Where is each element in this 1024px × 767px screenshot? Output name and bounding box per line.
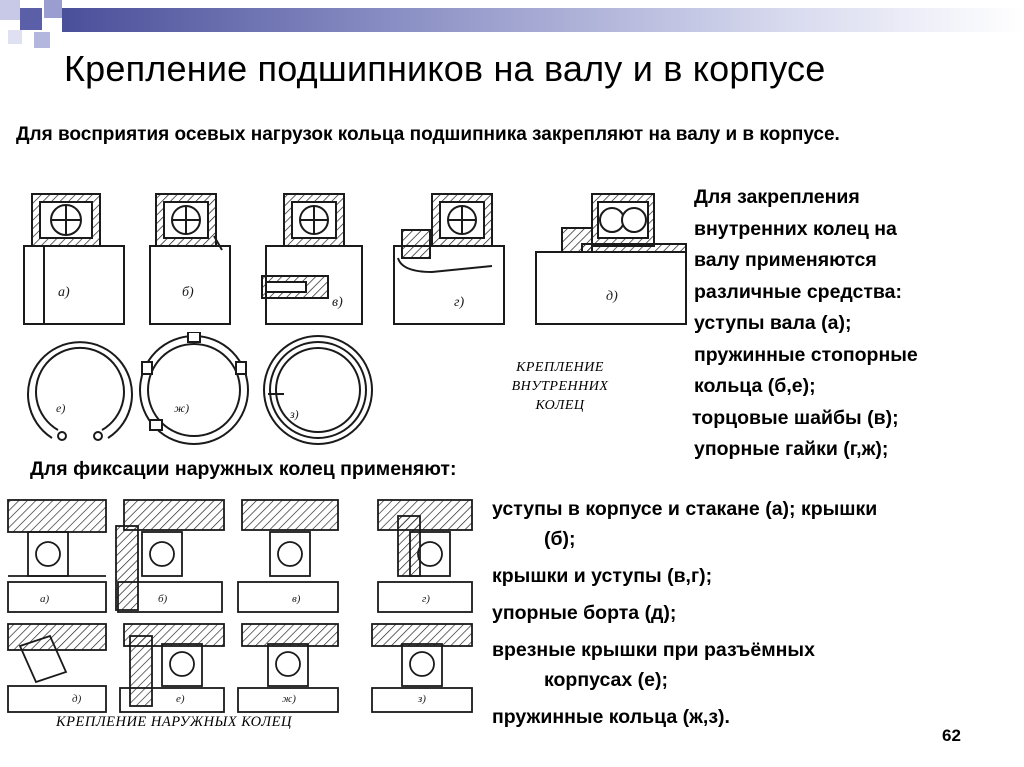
description-line: валу применяются (694, 249, 877, 271)
ring-zh (139, 332, 249, 445)
outer-rings-caption: КРЕПЛЕНИЕ НАРУЖНЫХ КОЛЕЦ (56, 714, 292, 730)
decor-square (8, 30, 22, 44)
outer-v (237, 499, 339, 613)
list-item: врезные крышки при разъёмных корпусах (е… (492, 635, 1017, 695)
outer-a (7, 499, 107, 613)
fig-label: д) (606, 289, 618, 304)
inner-rings-caption: КРЕПЛЕНИЕ ВНУТРЕННИХ КОЛЕЦ (500, 358, 620, 415)
header-gradient-bar (62, 8, 1024, 32)
list-item: крышки и уступы (в,г); (492, 561, 1017, 591)
fig-label: е) (176, 693, 185, 705)
outer-b (115, 499, 225, 613)
outer-e (119, 623, 225, 713)
outer-g (377, 499, 473, 613)
list-item-line: (б); (544, 528, 576, 550)
fig-label: г) (422, 593, 430, 605)
caption-line: КРЕПЛЕНИЕ (516, 360, 604, 375)
description-line: упорные гайки (г,ж); (694, 438, 889, 460)
fig-label: ж) (282, 693, 296, 705)
inner-rings-description: Для закрепления внутренних колец на валу… (692, 182, 1024, 466)
page-number: 62 (942, 726, 961, 745)
description-line: торцовые шайбы (в); (692, 406, 899, 429)
description-line: пружинные стопорные (694, 343, 918, 366)
outer-ring-sections-figure: а) б) в) г) д) е) ж) з) (7, 499, 473, 713)
fig-label: а) (58, 285, 70, 300)
fig-label: д) (72, 693, 82, 705)
outer-zh (237, 623, 339, 713)
intro-text: Для восприятия осевых нагрузок кольца по… (16, 124, 840, 145)
section-c (261, 193, 363, 325)
header-decoration (0, 0, 1024, 48)
description-line: уступы вала (а); (694, 312, 852, 334)
list-item: пружинные кольца (ж,з). (492, 702, 1017, 732)
section-b (149, 193, 231, 325)
section-e (535, 193, 687, 325)
fig-label: е) (56, 401, 65, 415)
caption-line: КОЛЕЦ (535, 398, 585, 413)
ring-e (27, 341, 133, 441)
fig-label: г) (454, 295, 464, 310)
outer-d (7, 623, 107, 713)
list-item-line: упорные борта (д); (492, 602, 677, 624)
description-line: внутренних колец на (694, 217, 897, 240)
list-item: упорные борта (д); (492, 598, 1017, 628)
section-d (393, 193, 505, 325)
fig-label: в) (292, 593, 301, 605)
outer-z (371, 623, 473, 713)
fig-label: з) (289, 407, 299, 421)
fig-label: а) (40, 593, 50, 605)
fig-label: б) (158, 593, 168, 605)
fig-label: б) (182, 285, 194, 300)
decor-square (44, 0, 62, 18)
decor-square (0, 0, 20, 20)
list-item: уступы в корпусе и стакане (а); крышки (… (492, 494, 1017, 554)
decor-square (20, 8, 42, 30)
outer-rings-heading: Для фиксации наружных колец применяют: (30, 458, 457, 480)
decor-square (34, 32, 50, 48)
ring-z (263, 335, 373, 445)
list-item-line: пружинные кольца (ж,з). (492, 706, 730, 728)
list-item-line: врезные крышки при разъёмных (492, 639, 815, 661)
page-title: Крепление подшипников на валу и в корпус… (64, 48, 826, 89)
caption-line: ВНУТРЕННИХ (511, 379, 609, 394)
description-line: различные средства: (694, 280, 903, 303)
description-line: Для закрепления (694, 186, 860, 208)
list-item-line: корпусах (е); (544, 669, 668, 691)
list-item-line: крышки и уступы (в,г); (492, 565, 713, 587)
description-line: кольца (б,е); (694, 375, 816, 397)
fig-label: в) (332, 295, 343, 310)
retaining-rings-figure: е) ж) з) (27, 332, 373, 445)
fig-label: з) (417, 693, 426, 705)
section-a (23, 193, 125, 325)
fig-label: ж) (174, 401, 189, 415)
inner-ring-sections-figure: а) б) в) г) д) (23, 193, 687, 325)
outer-rings-list: уступы в корпусе и стакане (а); крышки (… (492, 494, 1017, 739)
list-item-line: уступы в корпусе и стакане (а); крышки (492, 498, 878, 520)
